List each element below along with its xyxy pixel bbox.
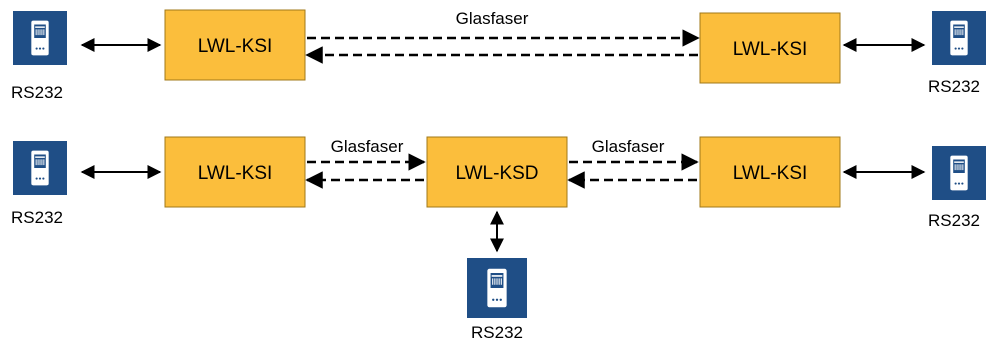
device-label: RS232 [471,323,523,342]
box-label: LWL-KSI [198,36,273,57]
device-label: RS232 [11,83,63,102]
box-label: LWL-KSI [733,39,808,60]
box-lwl-ksd-row2-center: LWL-KSD [426,136,568,208]
device-label: RS232 [928,77,980,96]
box-lwl-ksi-row1-left: LWL-KSI [164,9,306,81]
device-icon [467,258,527,318]
box-label: LWL-KSI [733,163,808,184]
box-label: LWL-KSD [455,163,538,184]
box-lwl-ksi-row2-right: LWL-KSI [699,136,841,208]
box-lwl-ksi-row2-left: LWL-KSI [164,136,306,208]
link-label-row2-right: Glasfaser [592,137,665,156]
device-bottom: RS232 [467,258,527,342]
device-icon [13,141,67,195]
device-icon [13,11,67,65]
box-lwl-ksi-row1-right: LWL-KSI [699,12,841,84]
device-row1-left: RS232 [11,11,67,102]
device-row1-right: RS232 [928,11,986,96]
device-row2-right: RS232 [928,146,986,230]
link-label-row2-left: Glasfaser [331,137,404,156]
device-icon [932,146,986,200]
link-label-row1: Glasfaser [456,9,529,28]
device-icon [932,11,986,65]
box-label: LWL-KSI [198,163,273,184]
device-row2-left: RS232 [11,141,67,227]
device-label: RS232 [11,208,63,227]
device-label: RS232 [928,211,980,230]
